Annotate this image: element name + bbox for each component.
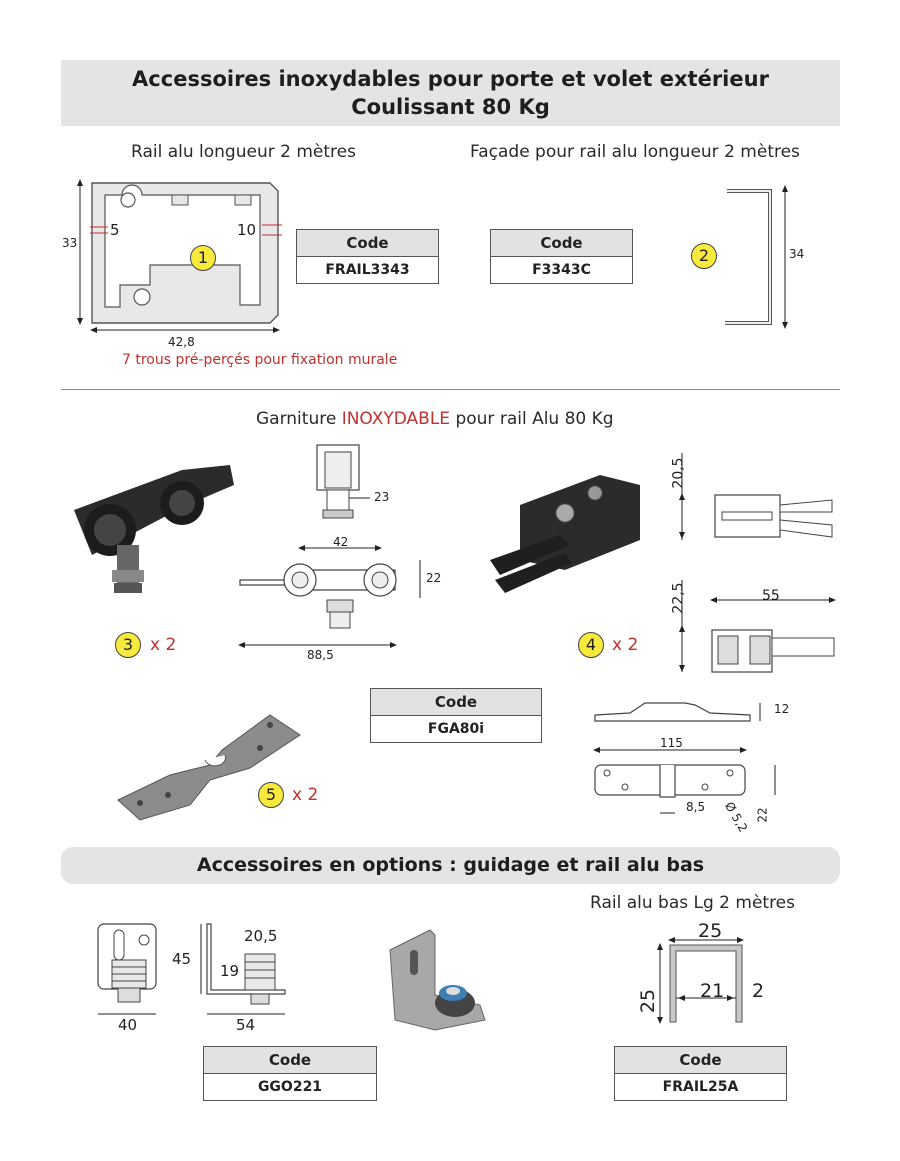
badge-2: 2	[691, 243, 717, 269]
chariot-image	[74, 465, 234, 593]
code-value: F3343C	[532, 262, 591, 278]
page-title: Accessoires inoxydables pour porte et vo…	[61, 60, 840, 126]
badge-3: 3	[115, 632, 141, 658]
badge-1: 1	[190, 245, 216, 271]
rail-bas-label: Rail alu bas Lg 2 mètres	[590, 893, 795, 913]
rail-dim-width: 42,8	[168, 335, 195, 349]
chariot-dim-23: 23	[374, 490, 390, 504]
plaque-mult: x 2	[292, 785, 319, 805]
plaque-technical-drawing	[593, 702, 776, 814]
plaque-dim-22: 22	[755, 807, 770, 823]
rail-profile-drawing	[77, 179, 282, 333]
rail-dim-height: 33	[62, 236, 78, 250]
butee-technical-drawing	[679, 453, 836, 673]
butee-dim-20: 20,5	[670, 457, 687, 489]
plaque-dim-115: 115	[660, 736, 683, 750]
guide-dim-19: 19	[220, 962, 240, 980]
garniture-label-highlight: INOXYDABLE	[341, 409, 451, 429]
title-line2: Coulissant 80 Kg	[351, 95, 550, 119]
garniture-label-prefix: Garniture	[256, 409, 342, 429]
guide-dim-45: 45	[172, 950, 192, 968]
facade-label: Façade pour rail alu longueur 2 mètres	[470, 142, 800, 162]
guide-image	[389, 929, 486, 1031]
code-table-garniture: Code FGA80i	[370, 688, 542, 743]
guide-front-drawing	[97, 923, 157, 1015]
butee-dim-55: 55	[762, 588, 780, 604]
guide-dim-20: 20,5	[244, 927, 278, 945]
chariot-mult: x 2	[150, 635, 177, 655]
code-table-rail-bas: Code FRAIL25A	[614, 1046, 787, 1101]
rail-dim-left: 5	[110, 221, 120, 239]
rail-dim-right: 10	[237, 221, 257, 239]
rail-note: 7 trous pré-perçés pour fixation murale	[122, 352, 398, 368]
options-section-title: Accessoires en options : guidage et rail…	[61, 847, 840, 884]
code-value: FGA80i	[427, 721, 485, 737]
code-header: Code	[297, 230, 438, 257]
rail-bas-drawing	[657, 937, 744, 1024]
code-table-facade: Code F3343C	[490, 229, 633, 284]
chariot-dim-22: 22	[426, 571, 442, 585]
code-header: Code	[371, 689, 541, 716]
garniture-label: Garniture INOXYDABLE pour rail Alu 80 Kg	[256, 409, 614, 429]
plaque-dim-8: 8,5	[686, 800, 706, 814]
plaque-image	[117, 714, 301, 821]
rail-bas-dim-inner: 21	[700, 980, 725, 1002]
plaque-dim-12: 12	[774, 702, 790, 716]
butee-mult: x 2	[612, 635, 639, 655]
code-value: FRAIL25A	[662, 1079, 739, 1095]
rail-label: Rail alu longueur 2 mètres	[131, 142, 356, 162]
facade-profile-drawing	[725, 185, 788, 329]
butee-image	[490, 475, 640, 593]
facade-dim-height: 34	[789, 247, 805, 261]
code-table-rail: Code FRAIL3343	[296, 229, 439, 284]
guide-dim-54: 54	[236, 1016, 256, 1034]
rail-bas-dim-thick: 2	[752, 980, 765, 1002]
title-line1: Accessoires inoxydables pour porte et vo…	[132, 67, 769, 91]
code-value: GGO221	[257, 1079, 323, 1095]
code-header: Code	[491, 230, 632, 257]
code-table-guide: Code GGO221	[203, 1046, 377, 1101]
divider	[61, 389, 840, 390]
guide-side-drawing	[200, 923, 286, 1015]
code-value: FRAIL3343	[325, 262, 410, 278]
garniture-label-suffix: pour rail Alu 80 Kg	[450, 409, 614, 429]
rail-bas-dim-top: 25	[698, 920, 723, 942]
badge-4: 4	[578, 632, 604, 658]
chariot-technical-drawing	[238, 444, 421, 648]
badge-5: 5	[258, 782, 284, 808]
code-header: Code	[204, 1047, 376, 1074]
code-header: Code	[615, 1047, 786, 1074]
butee-dim-22: 22,5	[670, 582, 687, 614]
chariot-dim-42: 42	[333, 535, 349, 549]
rail-bas-dim-side: 25	[637, 988, 660, 1014]
guide-dim-40: 40	[118, 1016, 138, 1034]
chariot-dim-88: 88,5	[307, 648, 334, 662]
